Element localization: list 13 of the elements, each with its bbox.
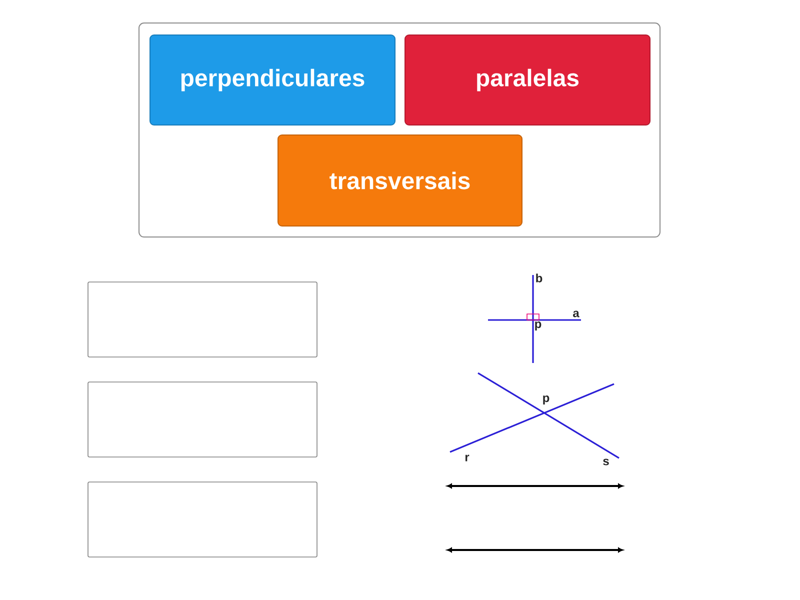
word-tile: transversais [278,134,522,226]
line-label: p [543,396,550,404]
word-tile: paralelas [404,34,650,126]
line-label: r [465,454,470,462]
answer-box [88,482,318,558]
word-tile: perpendiculares [150,34,396,126]
tile-tray [138,22,660,238]
line-label: a [573,310,580,318]
line-label: s [603,458,609,466]
line-label: b [536,274,542,282]
line-label: p [535,322,542,330]
answer-box [88,282,318,358]
answer-box [88,382,318,458]
